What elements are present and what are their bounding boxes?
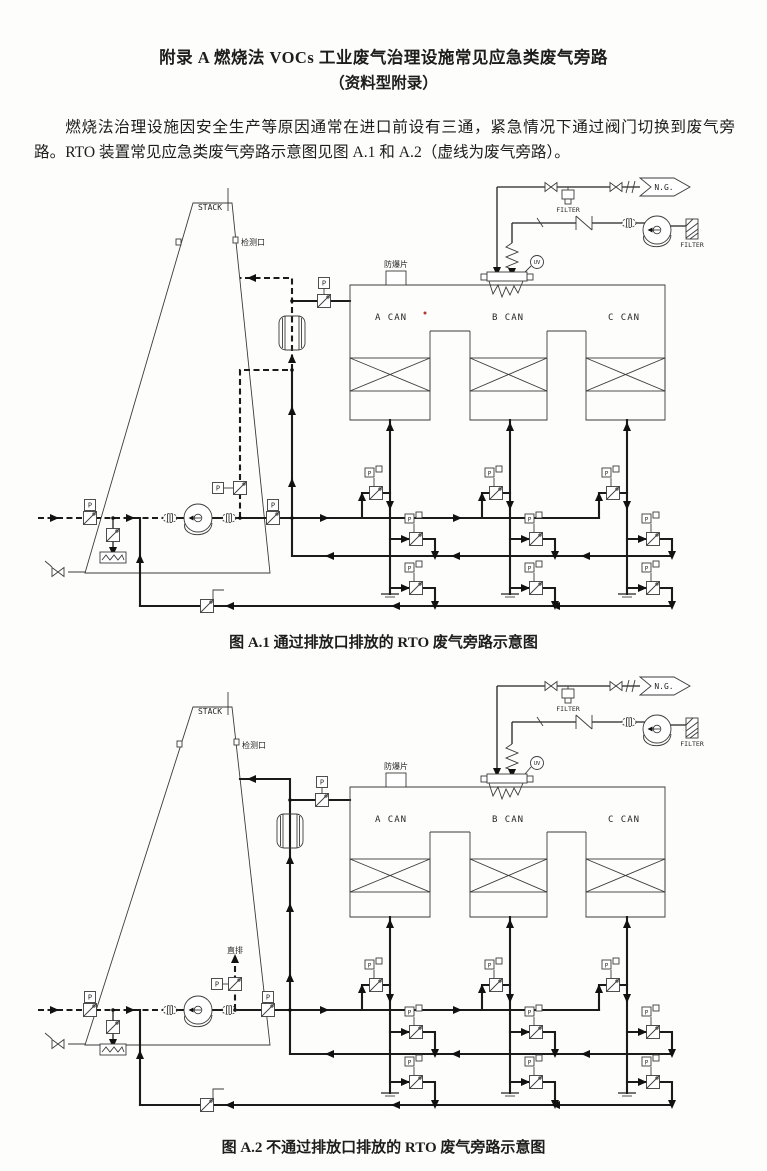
a1-inline-equipment	[83, 277, 331, 613]
a2-rto-unit: A CAN B CAN C CAN 防爆片	[349, 761, 666, 918]
a2-inline-equipment	[83, 776, 329, 1112]
a1-rto-unit: A CAN B CAN C CAN 防爆片	[349, 259, 666, 421]
figure-a2-diagram: STACK 检测口 直排	[38, 676, 704, 1112]
a2-ceramic-beds	[349, 858, 666, 893]
a2-burner-fan	[642, 714, 672, 747]
stack-label: STACK	[198, 707, 222, 716]
direct-discharge-label: 直排	[227, 945, 243, 955]
a2-combustion-air-train: FILTER	[512, 714, 704, 748]
a1-burner-assembly: UV	[480, 187, 544, 298]
can-c-label: C CAN	[608, 313, 640, 323]
figure-a1-diagram: STACK 检测口	[38, 177, 704, 613]
a1-combustion-air-train: FILTER	[512, 215, 704, 249]
can-c-label: C CAN	[608, 815, 640, 825]
stack-label: STACK	[198, 203, 222, 212]
a1-stack: STACK 检测口	[44, 188, 271, 577]
a1-main-fan	[183, 503, 213, 536]
uv-detector-label: UV	[534, 761, 541, 767]
ng-filter-label: FILTER	[556, 206, 580, 214]
a2-burner-assembly: UV	[480, 686, 544, 800]
natural-gas-label: N.G.	[654, 183, 673, 192]
uv-detector-label: UV	[534, 260, 541, 266]
can-b-label: B CAN	[492, 313, 524, 323]
monitor-port-label: 检测口	[241, 237, 265, 247]
can-a-label: A CAN	[375, 313, 407, 323]
air-filter-label: FILTER	[680, 740, 704, 748]
ng-filter-label: FILTER	[556, 705, 580, 713]
a2-piping: 直排	[38, 775, 674, 1109]
monitor-port-label: 检测口	[242, 740, 266, 750]
air-filter-label: FILTER	[680, 241, 704, 249]
a2-main-fan	[183, 995, 213, 1028]
natural-gas-label: N.G.	[654, 682, 673, 691]
a1-burner-fan	[642, 215, 672, 248]
a1-ng-train: N.G. FILTER	[497, 177, 691, 214]
figure-a1-caption: 图 A.1 通过排放口排放的 RTO 废气旁路示意图	[229, 635, 538, 651]
a2-ng-train: N.G. FILTER	[497, 676, 691, 713]
figure-a2-caption: 图 A.2 不通过排放口排放的 RTO 废气旁路示意图	[221, 1140, 546, 1156]
rupture-disc-label: 防爆片	[384, 259, 408, 269]
body-paragraph: 燃烧法治理设施因安全生产等原因通常在进口前设有三通，紧急情况下通过阀门切换到废气…	[34, 118, 735, 161]
page-subtitle: （资料型附录）	[329, 75, 438, 92]
a2-valve-matrix	[358, 915, 676, 1109]
a1-valve-matrix	[358, 418, 676, 610]
a1-piping	[38, 274, 674, 610]
rupture-disc-label: 防爆片	[384, 761, 408, 771]
a1-ceramic-beds	[349, 357, 666, 392]
a2-stack: STACK 检测口	[44, 692, 271, 1049]
page-title: 附录 A 燃烧法 VOCs 工业废气治理设施常见应急类废气旁路	[159, 48, 608, 68]
can-a-label: A CAN	[375, 815, 407, 825]
can-b-label: B CAN	[492, 815, 524, 825]
